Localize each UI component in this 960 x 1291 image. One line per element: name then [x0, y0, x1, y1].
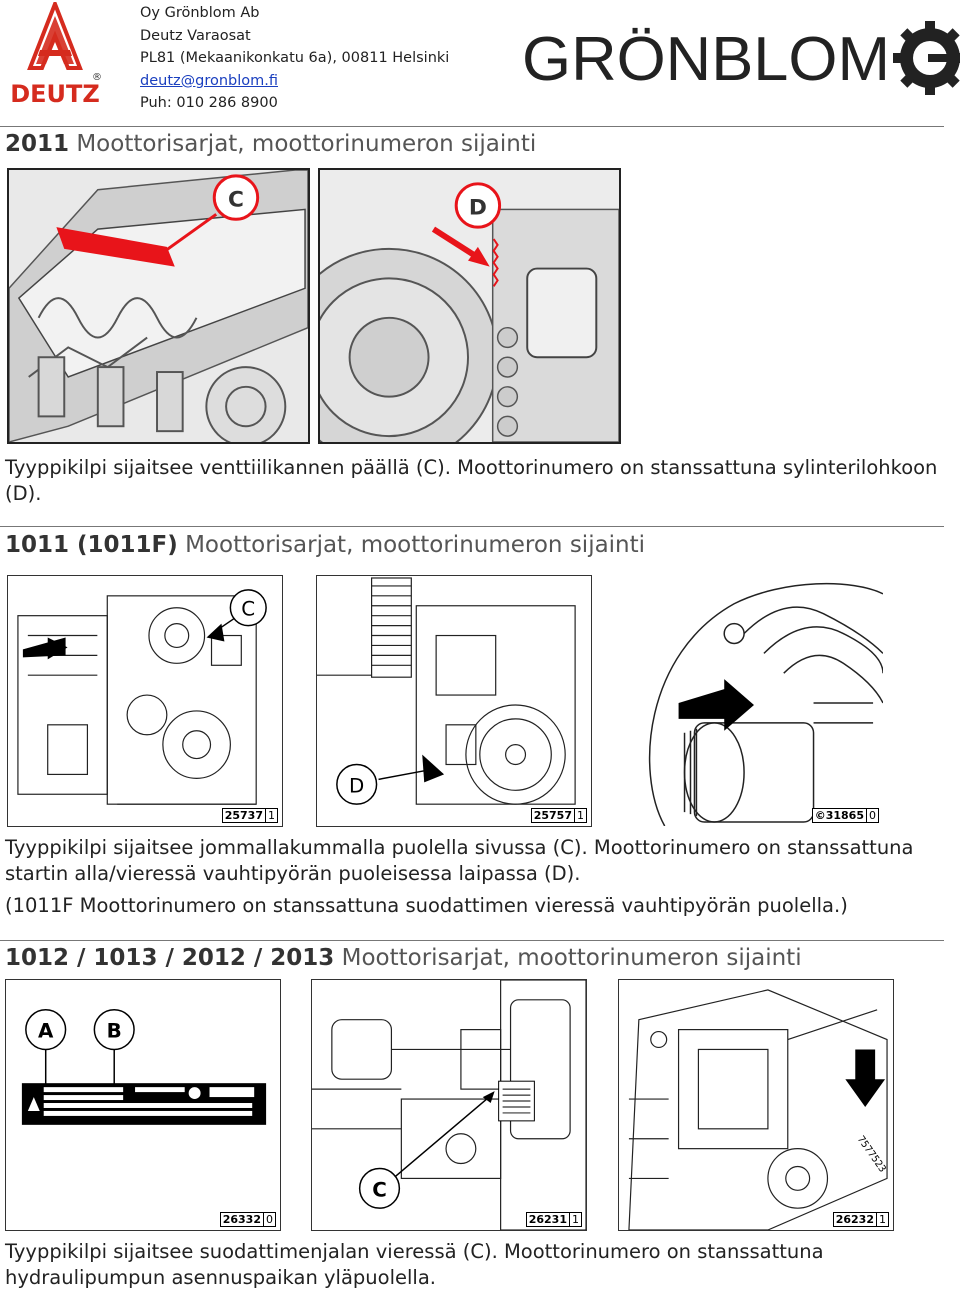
caption-1012: Tyyppikilpi sijaitsee suodattimenjalan v… [5, 1240, 824, 1289]
divider [0, 940, 944, 941]
department: Deutz Varaosat [140, 27, 251, 44]
callout-c: C [228, 187, 244, 212]
callout-b: B [107, 1020, 122, 1043]
deutz-logo: ® DEUTZ [2, 0, 108, 108]
divider [0, 126, 944, 127]
divider [0, 526, 944, 527]
callout-c: C [241, 598, 255, 621]
caption-2011: Tyyppikilpi sijaitsee venttiilikannen pä… [5, 456, 938, 505]
figure-2011-valve-cover: C [7, 168, 310, 444]
address: PL81 (Mekaanikonkatu 6a), 00811 Helsinki [140, 50, 450, 67]
svg-text:®: ® [92, 72, 102, 83]
email-link[interactable]: deutz@gronblom.fi [140, 72, 278, 89]
callout-a: A [38, 1020, 54, 1043]
section-title-1011: 1011 (1011F) Moottorisarjat, moottorinum… [5, 532, 646, 558]
callout-d: D [469, 195, 487, 220]
caption-1011: Tyyppikilpi sijaitsee jommallakummalla p… [5, 836, 914, 885]
contact-block: Oy Grönblom Ab Deutz Varaosat PL81 (Meka… [140, 2, 449, 115]
figure-2011-block: D [318, 168, 621, 444]
caption-1011f: (1011F Moottorinumero on stanssattuna su… [5, 894, 848, 917]
deutz-logo-text: DEUTZ [10, 80, 100, 106]
callout-d: D [349, 774, 364, 797]
company-name: Oy Grönblom Ab [140, 5, 260, 21]
phone: Puh: 010 286 8900 [140, 95, 278, 112]
section-title-1012: 1012 / 1013 / 2012 / 2013 Moottorisarjat… [5, 945, 802, 971]
callout-c: C [372, 1178, 387, 1201]
section-title-2011: 2011 Moottorisarjat, moottorinumeron sij… [5, 131, 537, 157]
gronblom-logo: GRÖNBLOM [520, 16, 960, 96]
gronblom-logo-text: GRÖNBLOM [522, 25, 890, 94]
